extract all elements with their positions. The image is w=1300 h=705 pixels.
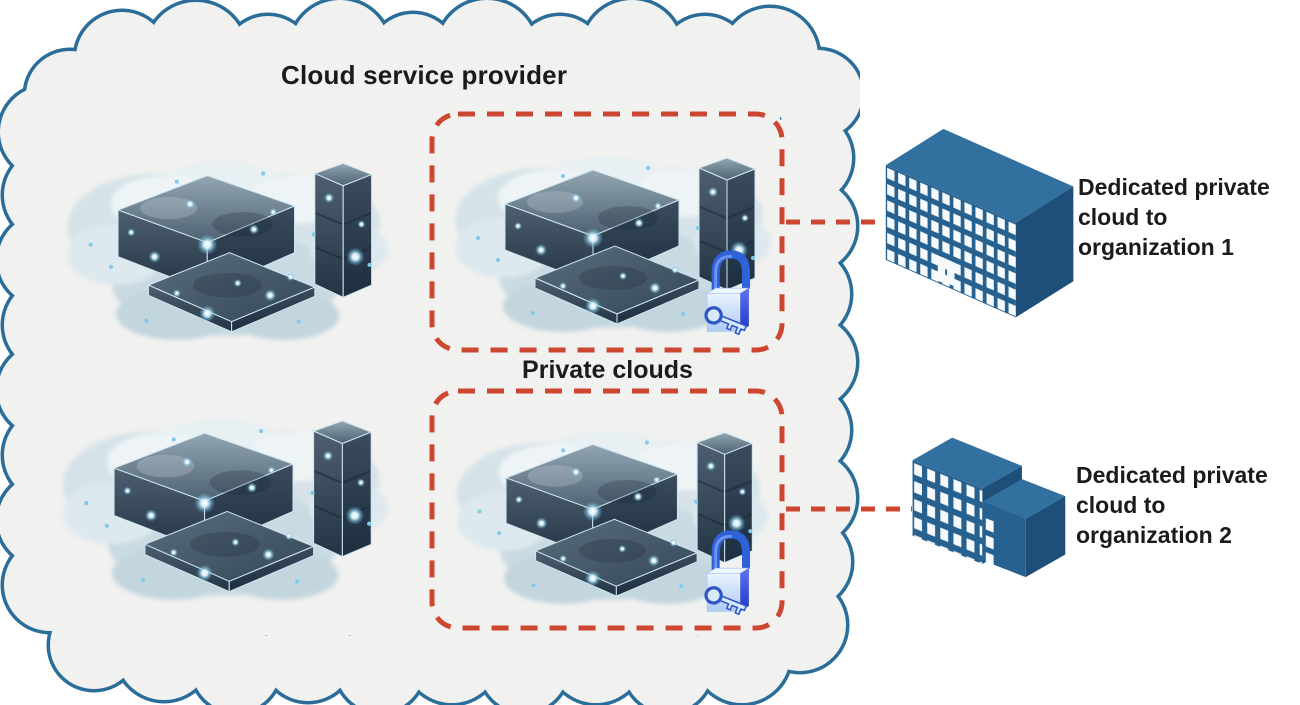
org1-caption: Dedicated private cloud to organization …	[1078, 172, 1300, 262]
org2-office-building-icon	[905, 415, 1070, 580]
provider-title: Cloud service provider	[281, 60, 568, 90]
org1-caption-line: Dedicated private	[1078, 174, 1270, 200]
private-cloud-1-dashed-boundary	[429, 111, 785, 353]
org1-caption-line: cloud to	[1078, 204, 1168, 230]
private-clouds-label: Private clouds	[522, 356, 693, 384]
org1-office-building-icon	[878, 128, 1083, 323]
org2-caption-line: organization 2	[1076, 522, 1232, 548]
org2-caption-line: Dedicated private	[1076, 462, 1268, 488]
org1-caption-line: organization 1	[1078, 234, 1234, 260]
org2-caption-line: cloud to	[1076, 492, 1166, 518]
padlock-key-icon	[699, 524, 757, 619]
private-cloud-2-dashed-boundary	[429, 388, 785, 631]
padlock-key-icon	[699, 244, 757, 339]
org2-caption: Dedicated private cloud to organization …	[1076, 460, 1300, 550]
